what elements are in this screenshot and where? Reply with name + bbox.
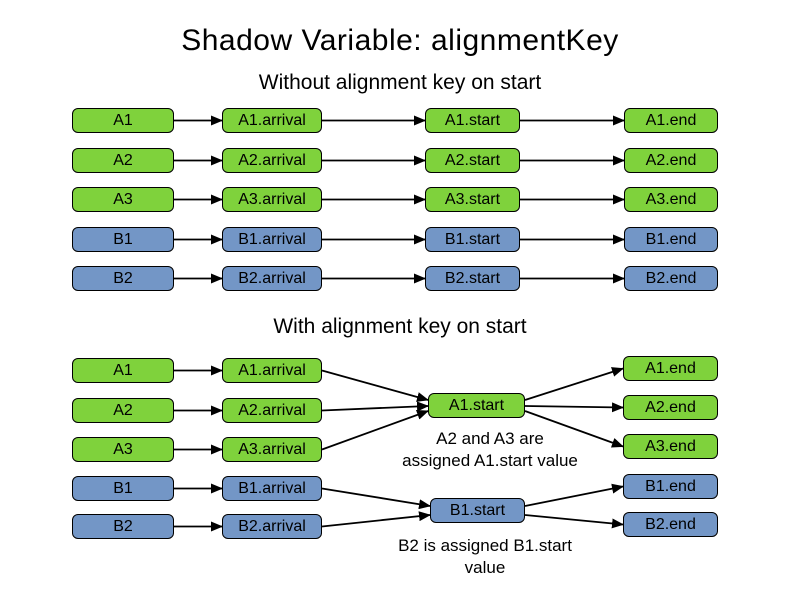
with-a2-entity-box: A2 xyxy=(72,398,174,423)
without-a3-start-box: A3.start xyxy=(425,187,520,212)
without-section-heading: Without alignment key on start xyxy=(258,71,542,94)
without-b1-start-box: B1.start xyxy=(425,227,520,252)
with-a1-end-box: A1.end xyxy=(623,356,718,381)
without-b2-arrival-box: B2.arrival xyxy=(222,266,322,291)
with-b2-end-box: B2.end xyxy=(623,512,718,537)
without-a1-end-box: A1.end xyxy=(624,108,718,133)
without-a2-entity-box: A2 xyxy=(72,148,174,173)
without-b2-end-box: B2.end xyxy=(624,266,718,291)
with-a1-arrival-box: A1.arrival xyxy=(222,358,322,383)
without-a1-entity-box: A1 xyxy=(72,108,174,133)
annotation-b-line2: value xyxy=(464,558,506,577)
without-a2-start-box: A2.start xyxy=(425,148,520,173)
without-b2-start-box: B2.start xyxy=(425,266,520,291)
with-section-heading: With alignment key on start xyxy=(273,315,527,338)
with-a2-arrival-box: A2.arrival xyxy=(222,398,322,423)
without-b2-entity-box: B2 xyxy=(72,266,174,291)
with-a1-start-box: A1.start xyxy=(428,393,525,418)
with-a3-arrival-box: A3.arrival xyxy=(222,437,322,462)
with-b1-arrival-box: B1.arrival xyxy=(222,476,322,501)
without-b1-entity-box: B1 xyxy=(72,227,174,252)
with-a2-end-box: A2.end xyxy=(623,395,718,420)
without-a1-start-box: A1.start xyxy=(425,108,520,133)
annotation-b-line1: B2 is assigned B1.start xyxy=(398,536,572,555)
without-a2-arrival-box: A2.arrival xyxy=(222,148,322,173)
annotation-a-group: A2 and A3 are assigned A1.start value xyxy=(360,428,620,472)
annotation-a-line2: assigned A1.start value xyxy=(402,451,578,470)
with-a3-entity-box: A3 xyxy=(72,437,174,462)
without-b1-end-box: B1.end xyxy=(624,227,718,252)
without-a3-arrival-box: A3.arrival xyxy=(222,187,322,212)
without-b1-arrival-box: B1.arrival xyxy=(222,227,322,252)
without-a1-arrival-box: A1.arrival xyxy=(222,108,322,133)
with-a1-entity-box: A1 xyxy=(72,358,174,383)
with-b1-start-box: B1.start xyxy=(430,498,525,523)
with-section-arrows xyxy=(174,365,624,532)
without-a3-end-box: A3.end xyxy=(624,187,718,212)
with-a3-end-box: A3.end xyxy=(623,434,718,459)
with-b2-entity-box: B2 xyxy=(72,514,174,539)
with-b1-entity-box: B1 xyxy=(72,476,174,501)
with-b1-end-box: B1.end xyxy=(623,474,718,499)
without-section-arrows xyxy=(174,115,625,284)
without-a3-entity-box: A3 xyxy=(72,187,174,212)
annotation-a-line1: A2 and A3 are xyxy=(436,429,544,448)
with-b2-arrival-box: B2.arrival xyxy=(222,514,322,539)
without-a2-end-box: A2.end xyxy=(624,148,718,173)
annotation-b-group: B2 is assigned B1.start value xyxy=(355,535,615,579)
page-title: Shadow Variable: alignmentKey xyxy=(181,24,619,57)
